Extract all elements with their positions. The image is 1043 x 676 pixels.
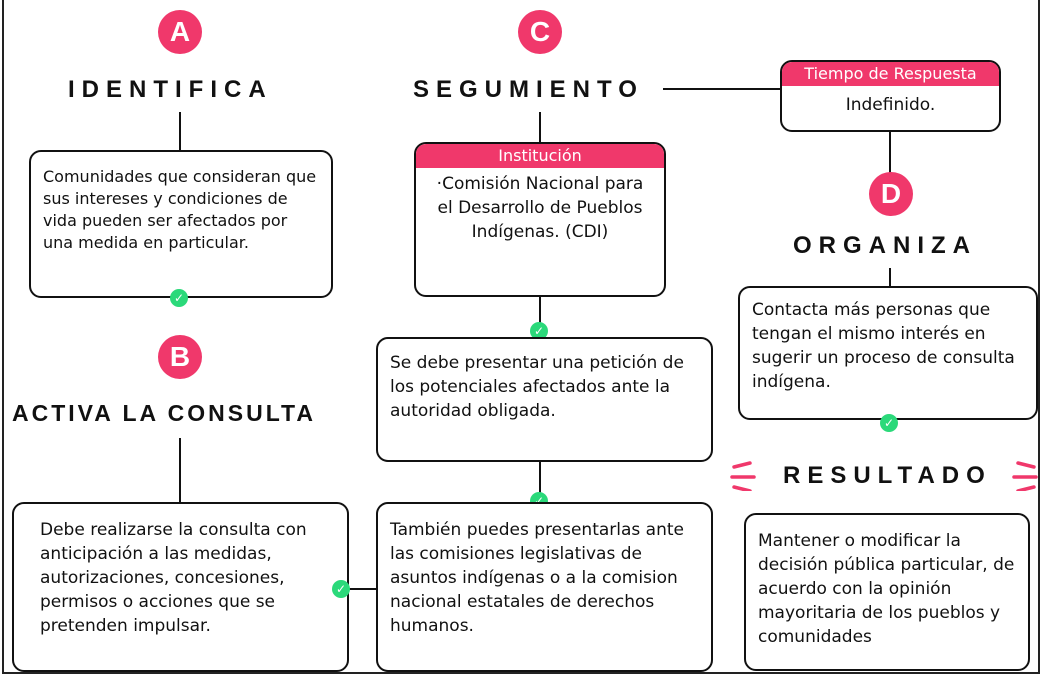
step-c-badge: C [518,10,562,54]
connector-line [663,88,780,90]
activa-box: Debe realizarse la consulta con anticipa… [12,502,349,672]
seguimiento-heading: SEGUMIENTO [413,76,644,103]
check-icon: ✓ [530,322,548,340]
institution-box: Institución ·Comisión Nacional para el D… [414,142,666,297]
identifica-box: Comunidades que consideran que sus inter… [29,150,333,298]
sparkle-right-icon [1012,461,1038,491]
organiza-heading: ORGANIZA [793,232,977,259]
check-icon: ✓ [170,289,188,307]
resultado-box: Mantener o modificar la decisión pública… [744,513,1030,671]
connector-line [179,438,181,502]
step-d-badge: D [869,172,913,216]
identifica-heading: IDENTIFICA [68,76,273,103]
activa-heading: ACTIVA LA CONSULTA [12,400,316,426]
check-icon: ✓ [332,580,350,598]
activa-text: Debe realizarse la consulta con anticipa… [40,520,307,636]
resultado-text: Mantener o modificar la decisión pública… [758,531,1015,647]
response-time-header: Tiempo de Respuesta [782,62,999,86]
sparkle-left-icon [730,461,756,491]
connector-line [539,112,541,142]
petition-text: Se debe presentar una petición de los po… [390,353,684,421]
institution-text: ·Comisión Nacional para el Desarrollo de… [436,174,644,242]
connector-line [889,132,891,178]
organiza-text: Contacta más personas que tengan el mism… [752,300,1015,392]
connector-line [889,268,891,286]
connector-line [539,462,541,502]
resultado-heading: RESULTADO [783,462,992,489]
response-time-value: Indefinido. [845,95,936,115]
step-a-badge: A [158,10,202,54]
commissions-text: También puedes presentarlas ante las com… [390,520,684,636]
connector-line [349,588,377,590]
identifica-text: Comunidades que consideran que sus inter… [43,167,317,252]
commissions-box: También puedes presentarlas ante las com… [376,502,713,672]
connector-line [539,297,541,337]
petition-box: Se debe presentar una petición de los po… [376,337,713,462]
organiza-box: Contacta más personas que tengan el mism… [738,286,1038,420]
response-time-box: Tiempo de Respuesta Indefinido. [780,60,1001,132]
connector-line [179,112,181,150]
institution-header: Institución [416,144,664,168]
check-icon: ✓ [880,414,898,432]
step-b-badge: B [158,335,202,379]
